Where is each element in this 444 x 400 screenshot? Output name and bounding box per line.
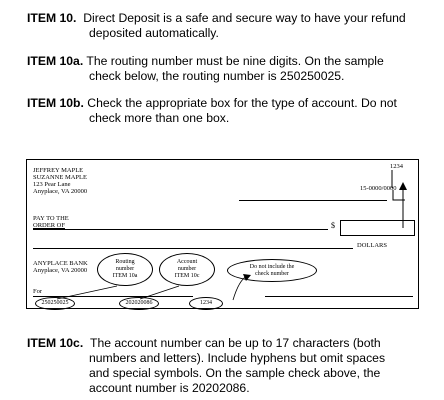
bank-name: ANYPLACE BANK [33, 260, 88, 267]
pay-to-label-2: ORDER OF [33, 222, 65, 229]
check-number-callout: Do not include the check number [227, 259, 317, 282]
check-number-top: 1234 [390, 163, 403, 170]
callout-arrows [56, 170, 407, 301]
no-include-line2: check number [255, 270, 289, 277]
item-10a-label: ITEM 10a. [27, 54, 84, 68]
routing-callout-line2: number [115, 266, 135, 272]
pay-to-label-1: PAY TO THE [33, 215, 69, 222]
item-10c-text-line2: numbers and letters). Include hyphens bu… [89, 351, 386, 365]
holder-address-1: 123 Pear Lane [33, 181, 71, 188]
item-10-text-line2: deposited automatically. [89, 26, 219, 40]
signature-line [265, 296, 413, 297]
account-callout-line1: Account [176, 259, 198, 265]
item-10c-paragraph: ITEM 10c. The account number can be up t… [27, 336, 407, 396]
item-10b-paragraph: ITEM 10b. Check the appropriate box for … [27, 96, 427, 126]
account-holder-2: SUZANNE MAPLE [33, 174, 87, 181]
item-10-label: ITEM 10. [27, 11, 77, 25]
micr-account: 202020086 [119, 297, 159, 310]
item-10b-text-line2: check more than one box. [89, 111, 230, 125]
memo-line [33, 296, 193, 297]
date-line [239, 200, 387, 201]
no-include-line1: Do not include the [249, 263, 295, 270]
item-10a-paragraph: ITEM 10a. The routing number must be nin… [27, 54, 427, 84]
account-holder-1: JEFFREY MAPLE [33, 167, 84, 174]
micr-routing: 250250025 [35, 297, 75, 310]
account-callout-line2: number [177, 266, 197, 272]
micr-check-number: 1234 [189, 297, 223, 310]
item-10c-label: ITEM 10c. [27, 336, 84, 350]
fraction-code: 15-0000/0000 [360, 185, 397, 192]
routing-callout-line1: Routing [115, 259, 135, 265]
account-callout-line3: ITEM 10c [174, 273, 200, 279]
routing-callout-line3: ITEM 10a [112, 273, 138, 279]
item-10b-text-line1: Check the appropriate box for the type o… [87, 96, 397, 110]
item-10c-text-line1: The account number can be up to 17 chara… [90, 336, 381, 350]
account-callout: Account number ITEM 10c [159, 253, 215, 286]
item-10-text-line1: Direct Deposit is a safe and secure way … [83, 11, 406, 25]
routing-callout: Routing number ITEM 10a [97, 253, 153, 286]
payee-line [33, 229, 328, 230]
dollar-sign: $ [331, 221, 335, 230]
item-10a-text-line1: The routing number must be nine digits. … [86, 54, 384, 68]
item-10c-text-line4: account number is 20202086. [89, 381, 250, 395]
item-10c-text-line3: and special symbols. On the sample check… [89, 366, 381, 380]
bank-address: Anyplace, VA 20000 [33, 267, 88, 274]
item-10b-label: ITEM 10b. [27, 96, 84, 110]
dollars-label: DOLLARS [357, 242, 387, 249]
holder-address-2: Anyplace, VA 20000 [33, 188, 88, 195]
sample-check: JEFFREY MAPLE SUZANNE MAPLE 123 Pear Lan… [26, 159, 419, 310]
item-10a-text-line2: check below, the routing number is 25025… [89, 69, 345, 83]
written-amount-line [33, 248, 353, 249]
amount-box [340, 220, 415, 236]
item-10-paragraph: ITEM 10. Direct Deposit is a safe and se… [27, 11, 427, 41]
for-label: For [33, 288, 43, 295]
